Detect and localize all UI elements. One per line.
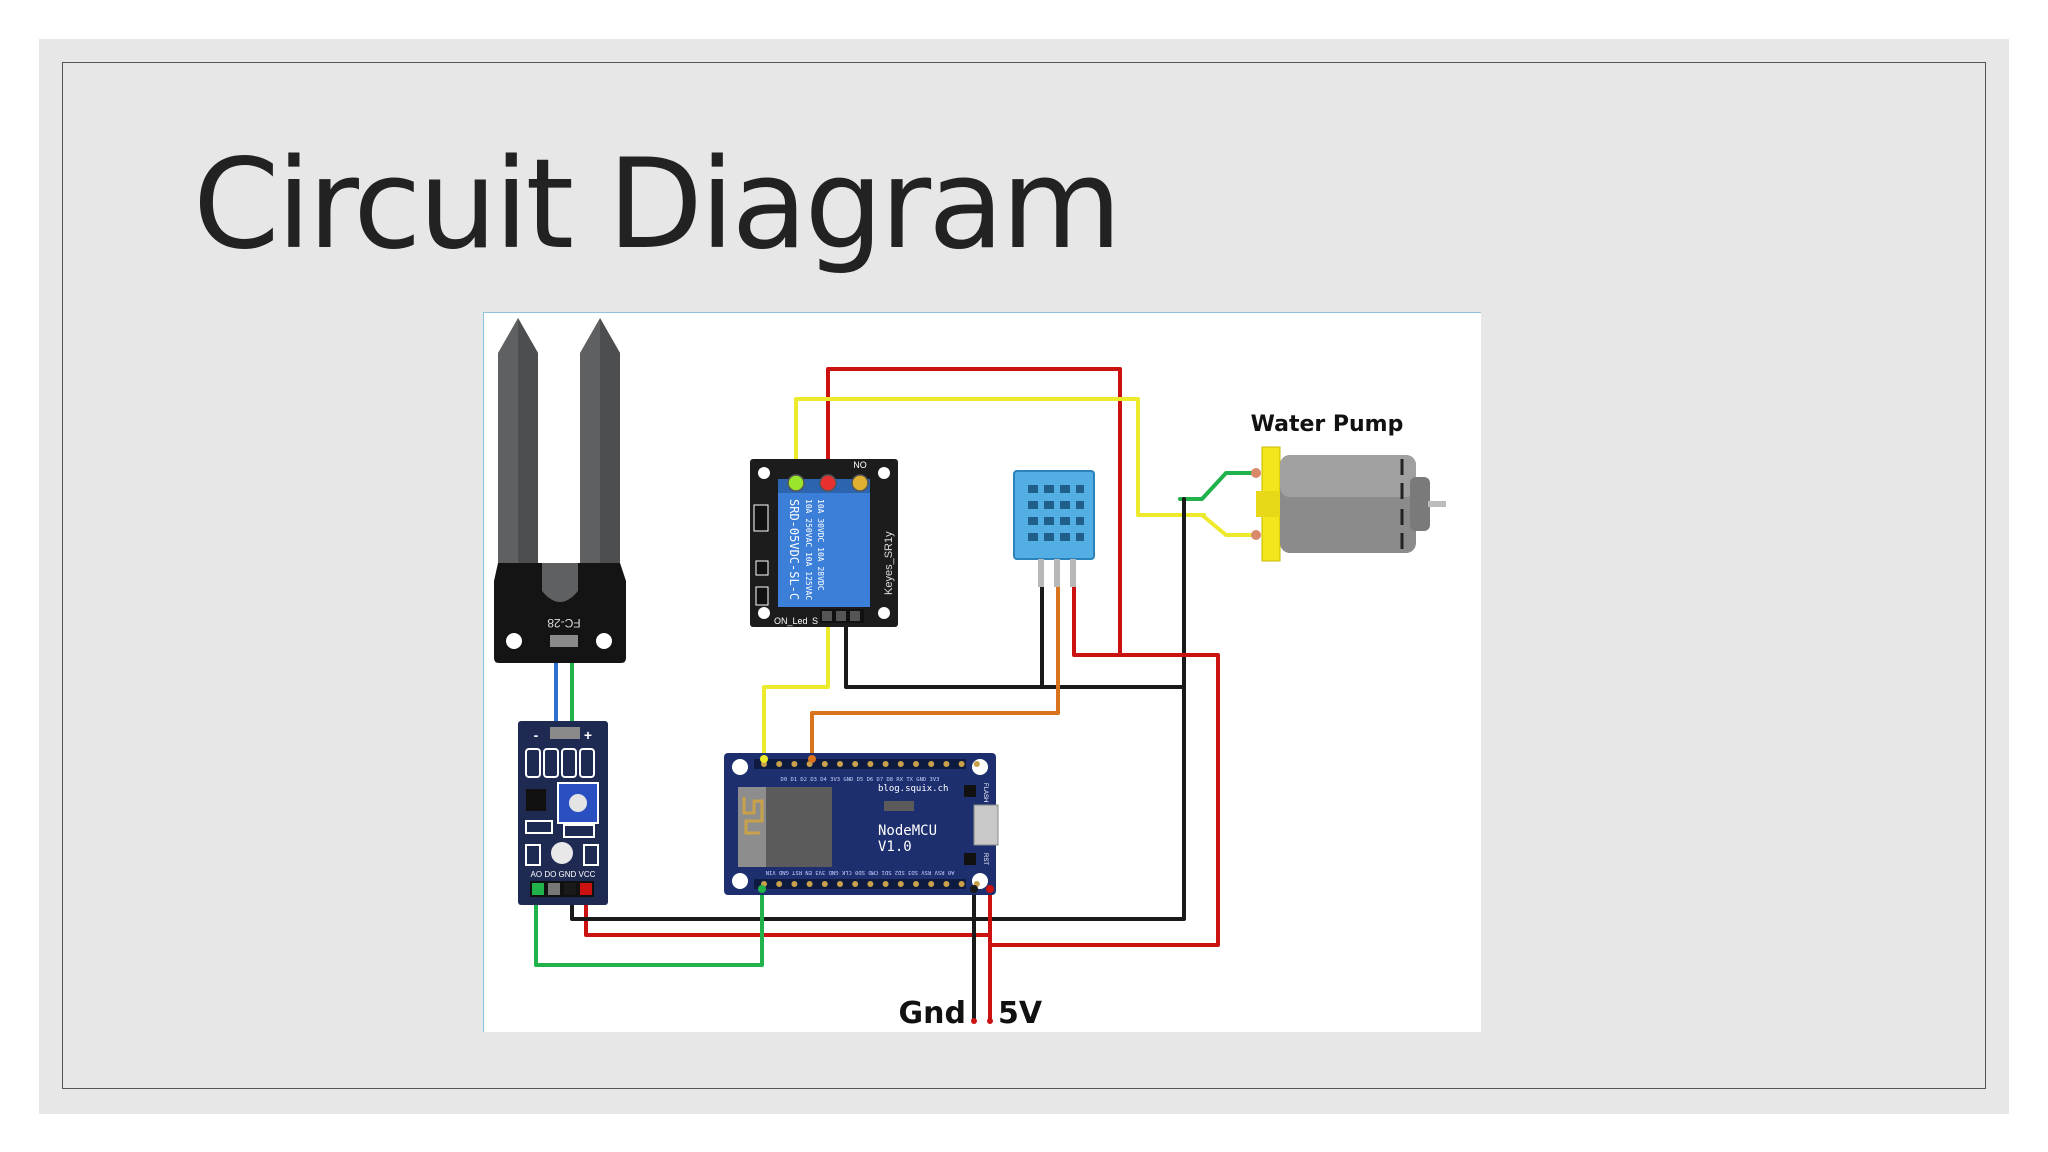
nodemcu-name: NodeMCU <box>878 823 937 839</box>
header-pin <box>821 761 828 767</box>
water-pump: Water Pump <box>1251 412 1446 562</box>
header-pin <box>791 761 798 767</box>
nodemcu-flash: FLASH <box>982 783 988 802</box>
soil-moisture-probe: FC-28 <box>494 318 626 663</box>
header-pin <box>897 881 904 887</box>
pin-row-top <box>761 761 980 767</box>
header-pin <box>958 881 965 887</box>
relay-no-label: NO <box>853 460 867 470</box>
water-pump-label: Water Pump <box>1251 412 1404 437</box>
gnd-terminal <box>971 1018 977 1024</box>
nodemcu-site: blog.squix.ch <box>878 784 948 794</box>
header-pin <box>821 881 828 887</box>
wire-red-relay-top <box>826 367 1122 657</box>
nodemcu-bottom-pins: A0 RSV RSV SD3 SD2 SD1 CMD SD0 CLK GND 3… <box>766 869 955 875</box>
relay-rating-2: 10A 30VDC 10A 28VDC <box>816 499 825 591</box>
slide-title: Circuit Diagram <box>193 133 1122 277</box>
header-pin <box>928 881 935 887</box>
relay-module: NO SRD-05VDC-SL-C 10A 250VAC 10A 125VAC … <box>750 459 898 627</box>
wire-yellow-relay-signal <box>762 615 830 761</box>
header-pin <box>837 881 843 887</box>
wire-yellow-relay-pump <box>794 397 1206 517</box>
header-pin <box>943 881 950 887</box>
wire-yellow-pump <box>1200 513 1256 537</box>
circuit-svg: FC-28 - + AO DO GND VCC <box>494 318 1446 1031</box>
dht-sensor <box>1013 470 1095 587</box>
circuit-diagram: FC-28 - + AO DO GND VCC <box>483 312 1481 1032</box>
wire-green-sensor-ao <box>534 887 764 967</box>
header-pin <box>928 761 935 767</box>
sensor-plus-label: + <box>584 727 592 743</box>
relay-model: SRD-05VDC-SL-C <box>787 499 801 600</box>
header-pin <box>882 761 889 767</box>
relay-s-label: S <box>812 616 818 626</box>
moisture-sensor-module: - + AO DO GND VCC <box>518 721 608 905</box>
five-v-label: 5V <box>998 996 1043 1031</box>
wire-black-pump <box>972 497 1186 921</box>
nodemcu-board: D0 D1 D2 D3 D4 3V3 GND D5 D6 D7 D8 RX TX… <box>724 753 999 895</box>
wire-red-5v-right <box>988 583 1220 947</box>
relay-rating-1: 10A 250VAC 10A 125VAC <box>804 499 813 600</box>
nodemcu-rst: RST <box>982 853 988 865</box>
header-pin <box>867 881 874 887</box>
header-pin <box>837 761 843 767</box>
header-pin <box>867 761 874 767</box>
five-v-terminal <box>987 1018 993 1024</box>
gnd-label: Gnd <box>899 996 966 1031</box>
header-pin <box>852 881 859 887</box>
header-pin <box>958 761 965 767</box>
header-pin <box>776 881 783 887</box>
pin-row-bottom <box>761 881 980 887</box>
header-pin <box>913 881 919 887</box>
header-pin <box>852 761 859 767</box>
wire-green-pump <box>1178 471 1256 501</box>
header-pin <box>776 761 783 767</box>
wire-red-sensor-vcc <box>584 887 992 937</box>
relay-led-label: ON_Led <box>774 616 808 626</box>
header-pin <box>791 881 798 887</box>
header-pin <box>882 881 889 887</box>
nodemcu-version: V1.0 <box>878 839 912 855</box>
header-pin <box>897 761 904 767</box>
slide-frame <box>62 62 1986 1089</box>
header-pin <box>943 761 950 767</box>
relay-brand: Keyes_SR1y <box>883 531 895 595</box>
wire-black-dht-gnd <box>844 583 1044 689</box>
header-pin <box>806 881 813 887</box>
probe-label: FC-28 <box>547 616 581 630</box>
sensor-pin-labels: AO DO GND VCC <box>531 870 596 879</box>
nodemcu-top-pins: D0 D1 D2 D3 D4 3V3 GND D5 D6 D7 D8 RX TX… <box>781 777 940 783</box>
sensor-minus-label: - <box>534 727 539 743</box>
header-pin <box>913 761 919 767</box>
wire-orange-dht-data <box>810 583 1060 761</box>
header-pin <box>973 761 980 767</box>
